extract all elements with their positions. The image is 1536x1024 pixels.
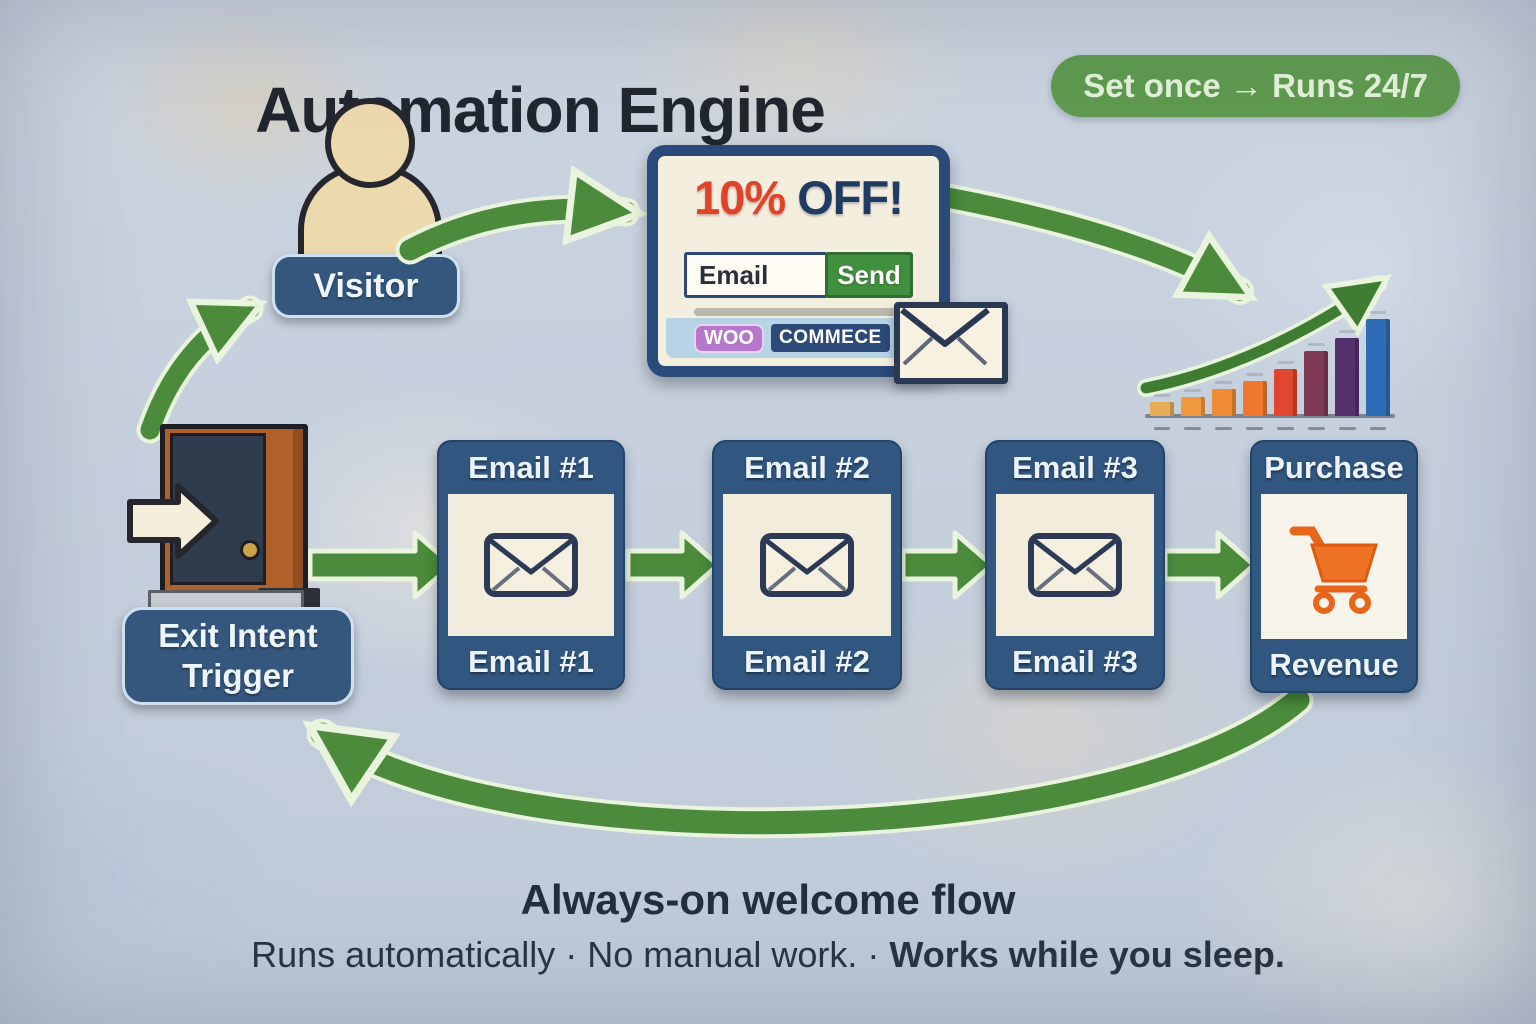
exit-intent-trigger-pill: Exit Intent Trigger bbox=[122, 607, 354, 705]
card-body bbox=[723, 494, 891, 636]
discount-text: 10% bbox=[694, 171, 786, 224]
arrow-underlay bbox=[136, 295, 264, 444]
arrow-underlay bbox=[395, 194, 641, 265]
chart-bar bbox=[1335, 330, 1360, 430]
send-button[interactable]: Send bbox=[825, 252, 913, 298]
trigger-label-line2: Trigger bbox=[182, 657, 294, 694]
block-arrow-trigger-to-email1 bbox=[307, 530, 455, 600]
chart-bar bbox=[1211, 381, 1236, 430]
card-body bbox=[996, 494, 1154, 636]
envelope-icon bbox=[1028, 533, 1122, 597]
mini-bar-chart bbox=[1145, 308, 1395, 430]
card-body bbox=[1261, 494, 1407, 639]
cart-icon bbox=[1289, 526, 1379, 614]
offer-text: OFF! bbox=[797, 171, 904, 224]
flow-card-email3: Email #3 Email #3 bbox=[985, 440, 1165, 690]
mini-bar-chart-bars bbox=[1145, 308, 1395, 430]
visitor-label: Visitor bbox=[313, 266, 419, 305]
caption-headline: Always-on welcome flow bbox=[520, 876, 1016, 923]
green-arrow-popup-to-chart bbox=[940, 188, 1240, 301]
card-body bbox=[448, 494, 614, 636]
chart-baseline bbox=[1145, 414, 1395, 418]
chart-bar bbox=[1273, 361, 1298, 430]
caption-subline: Runs automatically · No manual work. · W… bbox=[0, 934, 1536, 976]
card-header: Purchase bbox=[1264, 450, 1404, 485]
flow-card-email2: Email #2 Email #2 bbox=[712, 440, 902, 690]
card-header: Email #2 bbox=[744, 450, 870, 485]
card-footer: Email #3 bbox=[1012, 644, 1138, 679]
caption-sub-bold: Works while you sleep. bbox=[889, 934, 1285, 975]
chart-bar bbox=[1366, 311, 1390, 430]
door-knob bbox=[240, 540, 260, 560]
trigger-label-line1: Exit Intent bbox=[158, 617, 318, 654]
green-arrow-loop-back bbox=[322, 688, 1310, 835]
arrow-underlay bbox=[306, 684, 1314, 839]
visitor-label-pill: Visitor bbox=[272, 254, 460, 318]
card-header: Email #1 bbox=[468, 450, 594, 485]
email-input[interactable] bbox=[684, 252, 828, 298]
card-footer: Revenue bbox=[1269, 647, 1399, 682]
envelope-flap-icon bbox=[900, 307, 990, 366]
exit-door-icon bbox=[127, 424, 320, 614]
green-arrow-visitor-to-popup bbox=[399, 209, 626, 261]
commerce-logo-text: COMMECE bbox=[771, 324, 890, 352]
envelope-icon bbox=[894, 302, 1008, 384]
platform-logos-strip: WOO COMMECE S bbox=[666, 318, 931, 358]
envelope-icon bbox=[760, 533, 854, 597]
placeholder-text-line bbox=[694, 308, 899, 316]
page-title: Automation Engine bbox=[255, 73, 826, 146]
badge-label: Set once → Runs 24/7 bbox=[1083, 67, 1428, 104]
flow-card-purchase: Purchase Revenue bbox=[1250, 440, 1418, 693]
visitor-head-icon bbox=[325, 98, 415, 188]
arrow-underlay bbox=[936, 184, 1254, 305]
caption-sub-regular: Runs automatically · No manual work. · bbox=[251, 934, 880, 975]
email-capture-row: Send bbox=[684, 252, 913, 298]
block-arrow-email2-to-email3 bbox=[900, 530, 995, 600]
chart-bar bbox=[1304, 343, 1329, 430]
card-footer: Email #1 bbox=[468, 644, 594, 679]
green-arrow-door-to-visitor bbox=[140, 309, 250, 440]
popup-headline: 10% OFF! bbox=[658, 170, 939, 225]
woocommerce-logo: WOO bbox=[694, 323, 764, 353]
flow-card-email1: Email #1 Email #1 bbox=[437, 440, 625, 690]
card-footer: Email #2 bbox=[744, 644, 870, 679]
chart-bar bbox=[1150, 394, 1174, 430]
block-arrow-email3-to-purchase bbox=[1162, 530, 1257, 600]
envelope-icon bbox=[484, 533, 578, 597]
chart-bar bbox=[1242, 373, 1267, 430]
chart-bar bbox=[1180, 389, 1205, 430]
exit-arrow-icon bbox=[127, 483, 219, 559]
status-badge: Set once → Runs 24/7 bbox=[1051, 55, 1460, 117]
discount-popup-card: 10% OFF! Send WOO COMMECE S bbox=[647, 145, 1008, 384]
card-header: Email #3 bbox=[1012, 450, 1138, 485]
block-arrow-email1-to-email2 bbox=[625, 530, 721, 600]
